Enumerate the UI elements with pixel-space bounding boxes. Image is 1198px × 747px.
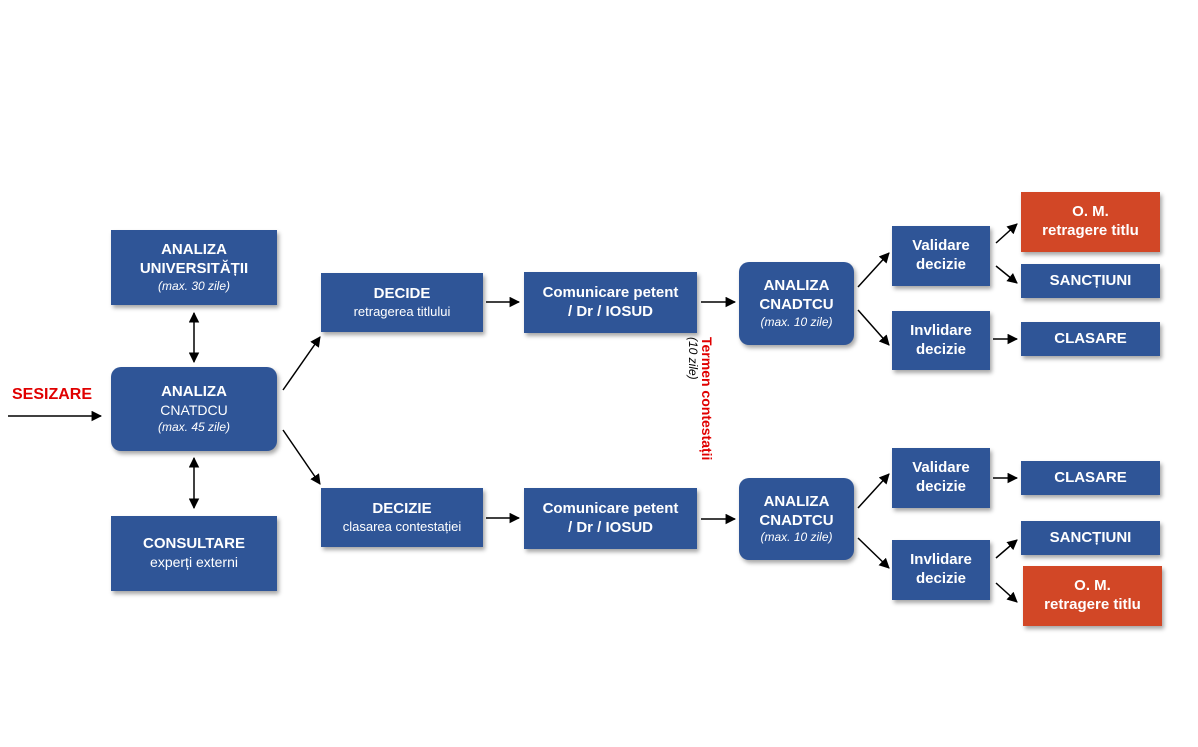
arrow-to-validare-top — [857, 252, 890, 288]
validare-bottom-line-2: decizie — [915, 478, 967, 495]
comunicare-bottom-line-1: Comunicare petent — [542, 499, 679, 517]
analiza-cnatdcu-note: (max. 45 zile) — [157, 419, 231, 434]
arrow-to-validare-bottom — [857, 473, 890, 509]
termen-contestatii-note: (10 zile) — [685, 337, 700, 380]
comunicare-bottom-line-2: / Dr / IOSUD — [567, 518, 653, 536]
arrow-to-sanctiuni-bottom — [995, 539, 1018, 559]
analiza-cnadtcu-bottom-title-2: CNADTCU — [759, 511, 834, 529]
clasare-bottom-label: CLASARE — [1054, 468, 1127, 486]
analiza-cnadtcu-bottom-box: ANALIZA CNADTCU (max. 10 zile) — [739, 478, 854, 560]
om-retragere-titlu-top-box: O. M. retragere titlu — [1021, 192, 1160, 252]
sanctiuni-top-box: SANCȚIUNI — [1021, 264, 1160, 298]
clasare-top-box: CLASARE — [1021, 322, 1160, 356]
validare-top-line-2: decizie — [915, 256, 967, 273]
comunicare-top-box: Comunicare petent / Dr / IOSUD — [524, 272, 697, 333]
invalidare-bottom-line-2: decizie — [915, 570, 967, 587]
invalidare-bottom-line-1: Invlidare — [910, 551, 972, 569]
analiza-universitatii-note: (max. 30 zile) — [157, 278, 231, 293]
analiza-cnadtcu-top-box: ANALIZA CNADTCU (max. 10 zile) — [739, 262, 854, 345]
arrow-to-decide — [282, 336, 321, 391]
analiza-cnadtcu-top-title-1: ANALIZA — [763, 277, 830, 295]
validare-bottom-box: Validare decizie — [892, 448, 990, 508]
analiza-cnatdcu-subtitle: CNATDCU — [160, 402, 228, 419]
om-retragere-titlu-bottom-box: O. M. retragere titlu — [1023, 566, 1162, 626]
consultare-box: CONSULTARE experți externi — [111, 516, 277, 591]
clasare-bottom-box: CLASARE — [1021, 461, 1160, 495]
decizie-subtitle: clasarea contestației — [342, 518, 462, 534]
arrow-to-sanctiuni-top — [995, 265, 1018, 284]
comunicare-bottom-box: Comunicare petent / Dr / IOSUD — [524, 488, 697, 549]
sesizare-label: SESIZARE — [12, 386, 93, 403]
analiza-universitatii-box: ANALIZA UNIVERSITĂȚII (max. 30 zile) — [111, 230, 277, 305]
termen-contestatii-title: Termen contestații — [699, 337, 715, 461]
arrow-to-decizie — [282, 429, 321, 485]
sanctiuni-bottom-box: SANCȚIUNI — [1021, 521, 1160, 555]
analiza-cnatdcu-title: ANALIZA — [161, 383, 227, 401]
om-bottom-line-2: retragere titlu — [1044, 596, 1141, 613]
analiza-universitatii-title-1: ANALIZA — [161, 241, 227, 259]
sanctiuni-bottom-label: SANCȚIUNI — [1049, 528, 1132, 546]
invalidare-top-line-1: Invlidare — [910, 321, 972, 339]
arrow-to-om-top — [995, 223, 1018, 244]
sanctiuni-top-label: SANCȚIUNI — [1049, 271, 1132, 289]
arrow-to-invalidare-bottom — [857, 537, 890, 569]
analiza-cnadtcu-top-note: (max. 10 zile) — [760, 314, 833, 329]
validare-bottom-line-1: Validare — [912, 459, 970, 477]
om-top-line-2: retragere titlu — [1042, 222, 1139, 239]
arrow-to-om-bottom — [995, 582, 1018, 603]
consultare-subtitle: experți externi — [150, 554, 238, 571]
termen-contestatii: Termen contestații (10 zile) — [686, 337, 735, 487]
arrow-to-invalidare-top — [857, 309, 890, 346]
clasare-top-label: CLASARE — [1054, 329, 1127, 347]
analiza-cnadtcu-bottom-note: (max. 10 zile) — [760, 530, 833, 545]
decide-subtitle: retragerea titlului — [353, 303, 451, 319]
comunicare-top-line-1: Comunicare petent — [542, 283, 679, 301]
decizie-box: DECIZIE clasarea contestației — [321, 488, 483, 547]
decide-title: DECIDE — [373, 285, 431, 302]
invalidare-bottom-box: Invlidare decizie — [892, 540, 990, 600]
om-bottom-line-1: O. M. — [1074, 577, 1111, 595]
analiza-cnatdcu-box: ANALIZA CNATDCU (max. 45 zile) — [111, 367, 277, 451]
decide-box: DECIDE retragerea titlului — [321, 273, 483, 332]
validare-top-box: Validare decizie — [892, 226, 990, 286]
analiza-universitatii-title-2: UNIVERSITĂȚII — [139, 260, 249, 277]
om-top-line-1: O. M. — [1072, 203, 1109, 221]
analiza-cnadtcu-top-title-2: CNADTCU — [759, 296, 834, 313]
comunicare-top-line-2: / Dr / IOSUD — [567, 302, 653, 320]
invalidare-top-line-2: decizie — [915, 340, 967, 358]
validare-top-line-1: Validare — [912, 237, 970, 255]
consultare-title: CONSULTARE — [143, 535, 245, 553]
analiza-cnadtcu-bottom-title-1: ANALIZA — [763, 492, 830, 510]
decizie-title: DECIZIE — [372, 500, 432, 517]
invalidare-top-box: Invlidare decizie — [892, 311, 990, 370]
